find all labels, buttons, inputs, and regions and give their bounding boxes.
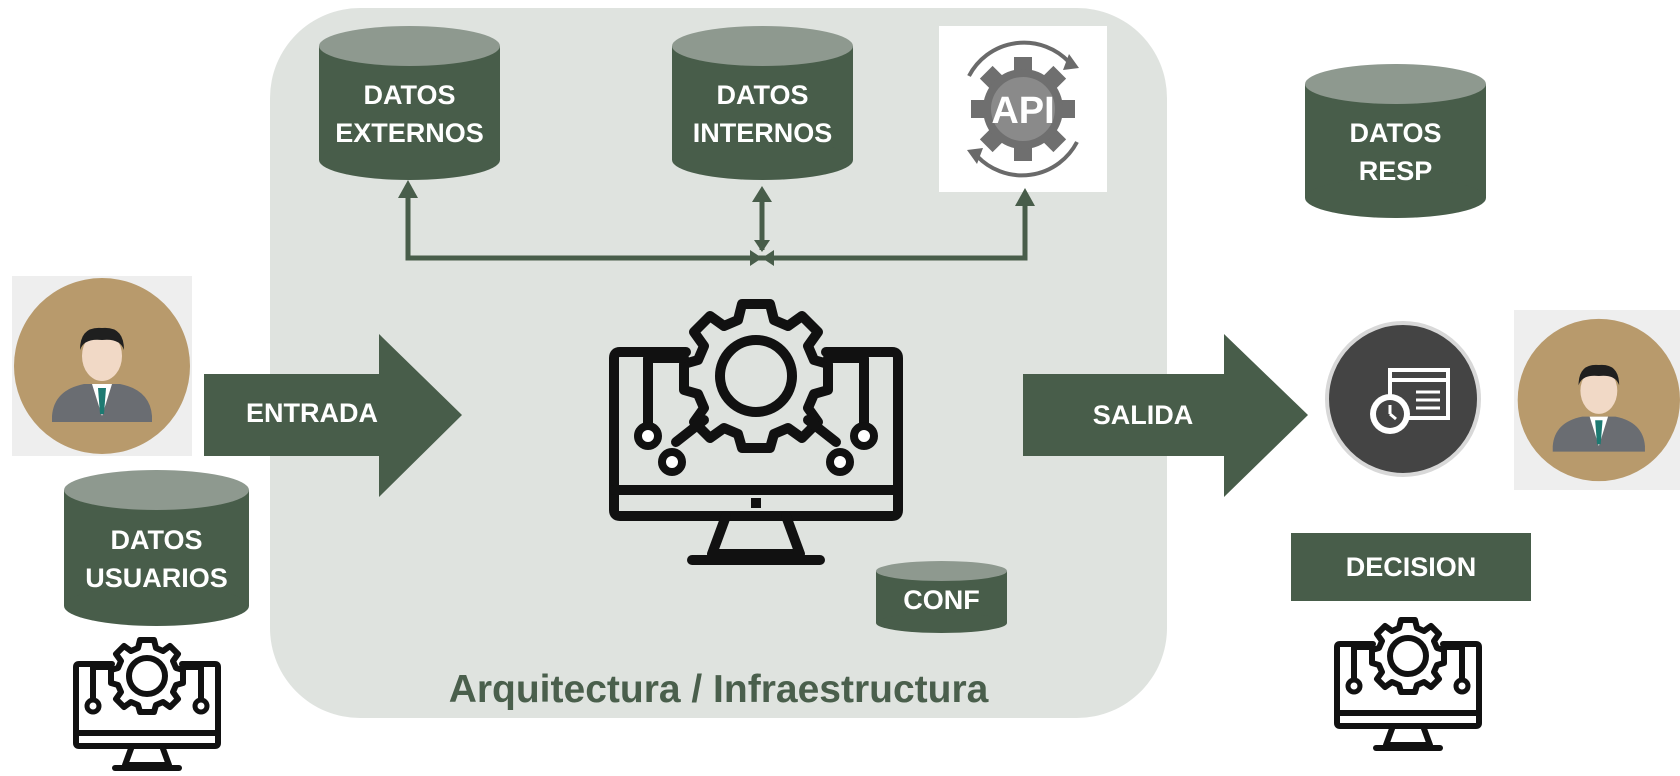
db-datos-externos-label: DATOS EXTERNOS bbox=[335, 80, 484, 148]
db-datos-internos-label: DATOS INTERNOS bbox=[692, 80, 833, 148]
user-avatar-icon bbox=[14, 278, 190, 454]
api-label: API bbox=[991, 90, 1054, 132]
user-avatar-left bbox=[12, 276, 192, 456]
computer-gear-circuit-icon bbox=[1334, 617, 1482, 751]
decision-box: DECISION bbox=[1291, 533, 1531, 601]
computer-gear-circuit-icon bbox=[73, 637, 221, 771]
api-gear-icon: API bbox=[967, 40, 1079, 178]
db-datos-internos: DATOS INTERNOS bbox=[672, 26, 853, 180]
user-avatar-icon bbox=[1517, 318, 1680, 482]
computer-gear-circuit-icon bbox=[609, 299, 903, 565]
infrastructure-label: Arquitectura / Infraestructura bbox=[448, 668, 989, 711]
db-datos-usuarios: DATOS USUARIOS bbox=[64, 470, 249, 626]
db-conf: CONF bbox=[876, 561, 1007, 633]
app-settings-icon bbox=[1321, 317, 1485, 481]
db-datos-resp: DATOS RESP bbox=[1305, 64, 1486, 218]
salida-label: SALIDA bbox=[1092, 400, 1194, 430]
db-datos-externos: DATOS EXTERNOS bbox=[319, 26, 500, 180]
api-tile: API bbox=[939, 26, 1107, 192]
db-datos-resp-label: DATOS RESP bbox=[1349, 118, 1442, 186]
user-avatar-right bbox=[1514, 310, 1680, 490]
db-conf-label: CONF bbox=[903, 585, 980, 615]
entrada-label: ENTRADA bbox=[246, 398, 378, 428]
db-datos-usuarios-label: DATOS USUARIOS bbox=[85, 525, 228, 593]
